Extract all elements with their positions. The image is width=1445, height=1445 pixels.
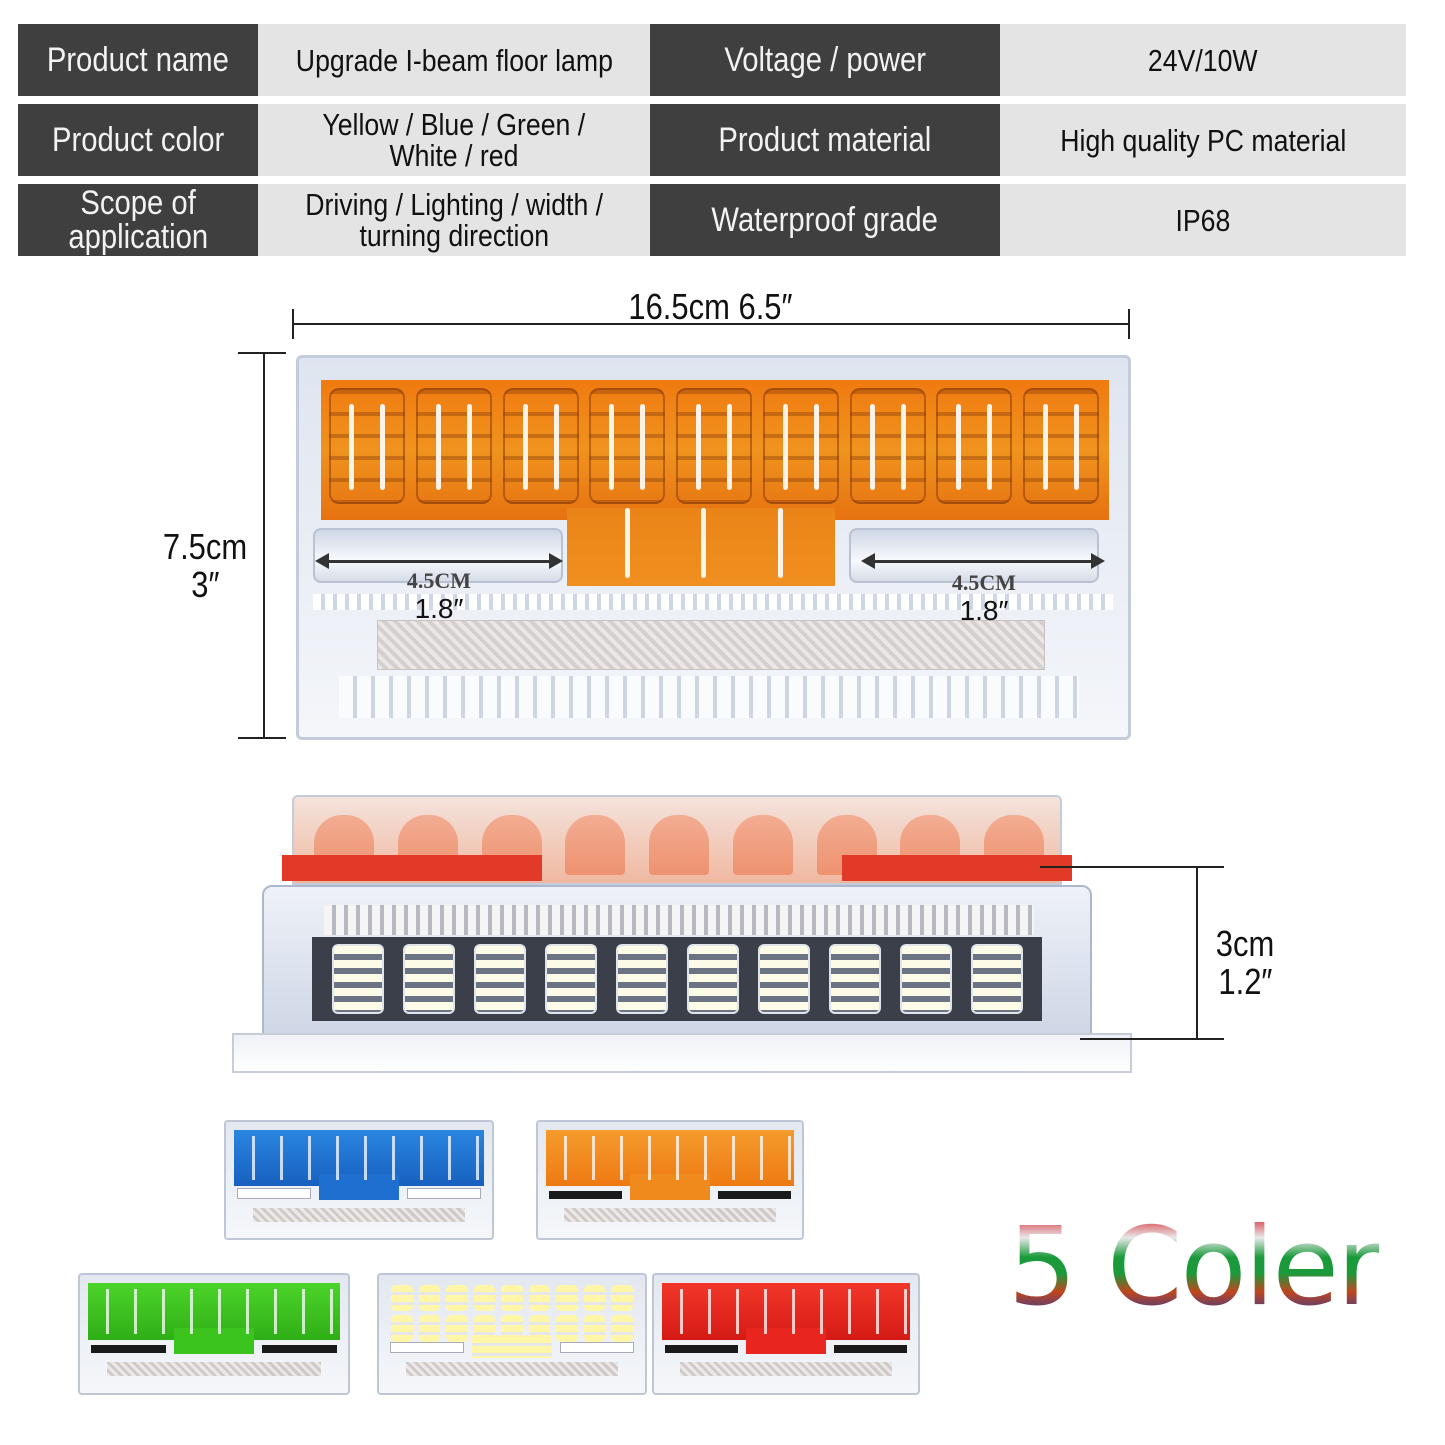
spec-row-product-name: Product name Upgrade I-beam floor lamp V… [18,24,1406,96]
segment-label-left: 4.5CM 1.8″ [406,568,472,625]
spec-value: Driving / Lighting / width / turning dir… [258,184,650,256]
spec-label: Product color [18,104,258,176]
depth-dimension-label: 3cm 1.2″ [1215,923,1275,1002]
side-front-lens [262,885,1092,1035]
led-pod-row [329,388,1099,508]
spec-label: Waterproof grade [650,184,1000,256]
variant-orange [536,1120,804,1240]
bead-strip [313,594,1113,610]
side-base [232,1033,1132,1073]
variant-white [377,1273,647,1395]
orange-lens-stem [567,508,835,586]
width-dimension-label: 16.5cm 6.5″ [627,286,793,327]
spec-label: Scope of application [18,184,258,256]
side-led-array [312,937,1042,1021]
depth-dimension-line [1196,866,1198,1039]
spec-value: 24V/10W [1000,24,1406,96]
spec-label: Product material [650,104,1000,176]
lamp-top-view: 4.5CM 1.8″ 4.5CM 1.8″ [296,355,1131,740]
spec-value-line: Driving / Lighting / width / [305,187,603,222]
side-slot-left [313,528,563,583]
segment-label-right: 4.5CM 1.8″ [951,570,1017,627]
side-grille [324,905,1034,935]
spec-value-line: White / red [389,138,519,173]
reflector-panel [377,620,1045,670]
rib-strip [339,676,1079,718]
height-tick-top [238,352,286,354]
side-red-strip-right [842,855,1072,881]
depth-tick-top [1040,866,1224,868]
spec-value-line: turning direction [359,218,549,253]
five-color-headline: 5 Coler [1008,1205,1381,1330]
spec-value: Upgrade I-beam floor lamp [258,24,650,96]
spec-value-line: Yellow / Blue / Green / [322,107,586,142]
spec-label-line: Scope of [80,184,196,222]
spec-row-scope: Scope of application Driving / Lighting … [18,184,1406,256]
lamp-side-view [232,795,1132,1075]
spec-label-line: application [68,218,208,256]
depth-tick-bottom [1080,1038,1224,1040]
stem-light-bars [589,508,819,578]
spec-table: Product name Upgrade I-beam floor lamp V… [18,24,1406,264]
spec-value: High quality PC material [1000,104,1406,176]
side-red-strip-left [282,855,542,881]
double-arrow-right-icon [861,553,1105,569]
spec-value: Yellow / Blue / Green / White / red [258,104,650,176]
spec-row-product-color: Product color Yellow / Blue / Green / Wh… [18,104,1406,176]
double-arrow-left-icon [315,553,563,569]
variant-blue [224,1120,494,1240]
spec-label: Product name [18,24,258,96]
height-tick-bottom [238,737,286,739]
width-dimension-line [292,309,1130,339]
spec-value: IP68 [1000,184,1406,256]
height-dimension-line [263,352,265,738]
variant-green [78,1273,350,1395]
orange-lens-top [321,380,1109,520]
height-dimension-label: 7.5cm 3″ [163,526,248,605]
variant-red [652,1273,920,1395]
spec-label: Voltage / power [650,24,1000,96]
